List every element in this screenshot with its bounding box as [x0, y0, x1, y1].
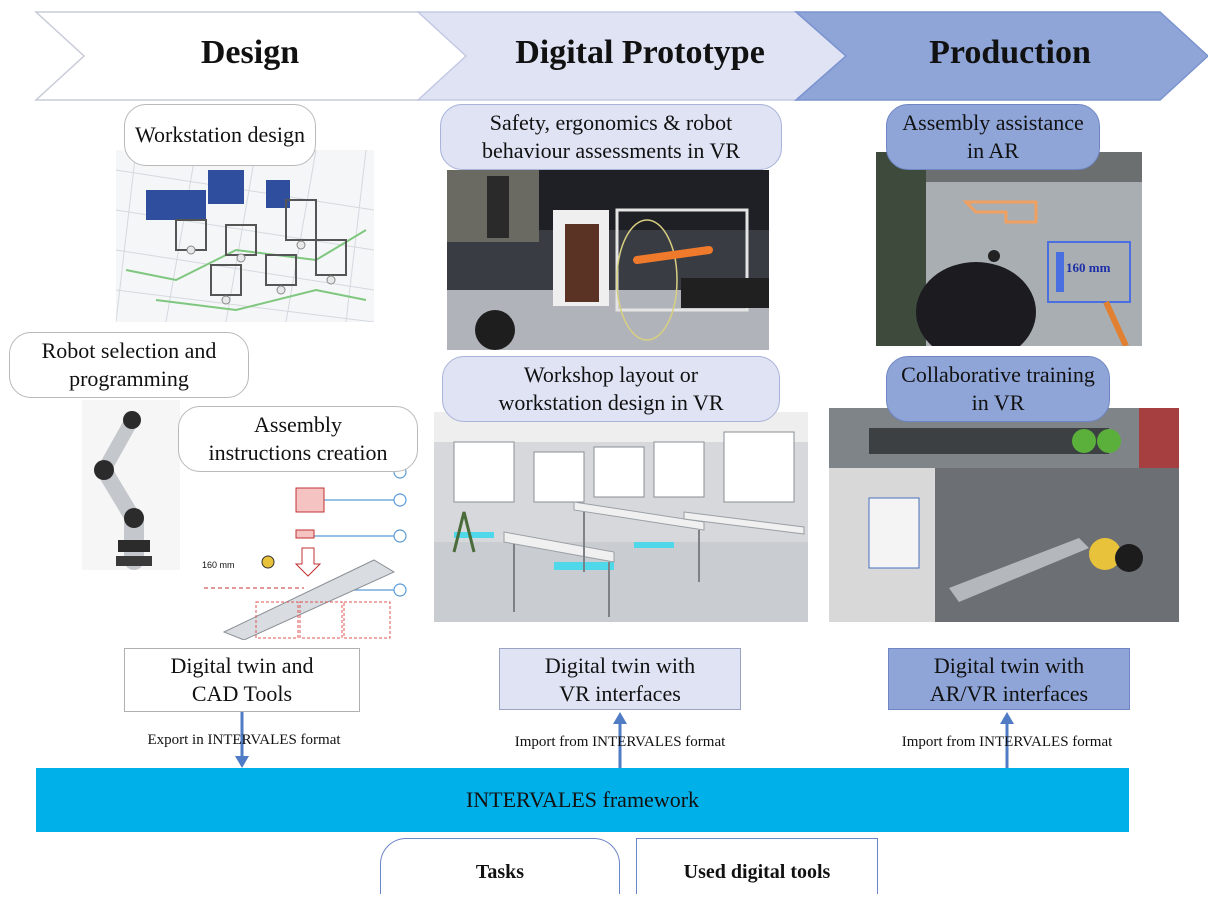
tool-digital-prototype: Digital twin with VR interfaces	[499, 648, 741, 710]
task-assembly-assistance-line2: in AR	[967, 138, 1019, 163]
legend-tasks: Tasks	[380, 838, 620, 894]
phase-chevrons	[34, 11, 1208, 101]
task-workshop-layout-line2: workstation design in VR	[498, 390, 724, 415]
tool-production-line1: Digital twin with	[933, 653, 1085, 678]
task-workstation-design-text: Workstation design	[135, 122, 305, 147]
collaborative-training-image	[829, 408, 1179, 622]
intervales-framework-bar: INTERVALES framework	[36, 768, 1129, 832]
task-workshop-layout: Workshop layout or workstation design in…	[442, 356, 780, 422]
phase-design-label: Design	[200, 34, 300, 71]
task-assembly-instructions-line2: instructions creation	[208, 440, 388, 465]
task-workshop-layout-line1: Workshop layout or	[523, 362, 699, 387]
tool-production-line2: AR/VR interfaces	[929, 681, 1089, 706]
task-assembly-instructions: Assembly instructions creation	[178, 406, 418, 472]
task-robot-selection: Robot selection and programming	[9, 332, 249, 398]
export-caption: Export in INTERVALES format	[147, 732, 341, 748]
task-vr-assessments-line1: Safety, ergonomics & robot	[489, 110, 733, 135]
task-collaborative-training-line1: Collaborative training	[901, 362, 1095, 387]
tool-design-line2: CAD Tools	[191, 681, 293, 706]
task-assembly-assistance-line1: Assembly assistance	[902, 110, 1084, 135]
tape-length-label: 160 mm	[202, 560, 235, 570]
tool-design: Digital twin and CAD Tools	[124, 648, 360, 712]
vr-assessment-image	[447, 170, 769, 350]
tool-production: Digital twin with AR/VR interfaces	[888, 648, 1130, 710]
tool-design-line1: Digital twin and	[170, 653, 314, 678]
ar-assistance-image: 160 mm	[876, 152, 1142, 346]
robot-arm-image	[82, 400, 180, 570]
task-robot-selection-line2: programming	[69, 366, 189, 391]
task-robot-selection-line1: Robot selection and	[41, 338, 217, 363]
legend-tools: Used digital tools	[636, 838, 878, 894]
tool-digital-prototype-line1: Digital twin with	[544, 653, 696, 678]
import-caption-prototype: Import from INTERVALES format	[514, 734, 726, 750]
task-collaborative-training: Collaborative training in VR	[886, 356, 1110, 422]
phase-production-label: Production	[929, 34, 1091, 71]
workshop-layout-image	[434, 412, 808, 622]
legend-tools-label: Used digital tools	[683, 861, 831, 883]
legend-tasks-label: Tasks	[475, 861, 525, 883]
import-caption-production: Import from INTERVALES format	[901, 734, 1113, 750]
task-vr-assessments: Safety, ergonomics & robot behaviour ass…	[440, 104, 782, 170]
task-workstation-design: Workstation design	[124, 104, 316, 166]
framework-label: INTERVALES framework	[465, 787, 700, 812]
task-vr-assessments-line2: behaviour assessments in VR	[481, 138, 741, 163]
task-assembly-instructions-line1: Assembly	[254, 412, 342, 437]
workstation-design-image	[116, 150, 374, 322]
assembly-instructions-image: 160 mm	[184, 464, 414, 640]
ar-measure-label: 160 mm	[1066, 260, 1111, 275]
task-collaborative-training-line2: in VR	[971, 390, 1025, 415]
task-assembly-assistance: Assembly assistance in AR	[886, 104, 1100, 170]
phase-prototype-label: Digital Prototype	[515, 34, 765, 71]
production-chevron	[794, 11, 1208, 101]
tool-digital-prototype-line2: VR interfaces	[559, 681, 681, 706]
